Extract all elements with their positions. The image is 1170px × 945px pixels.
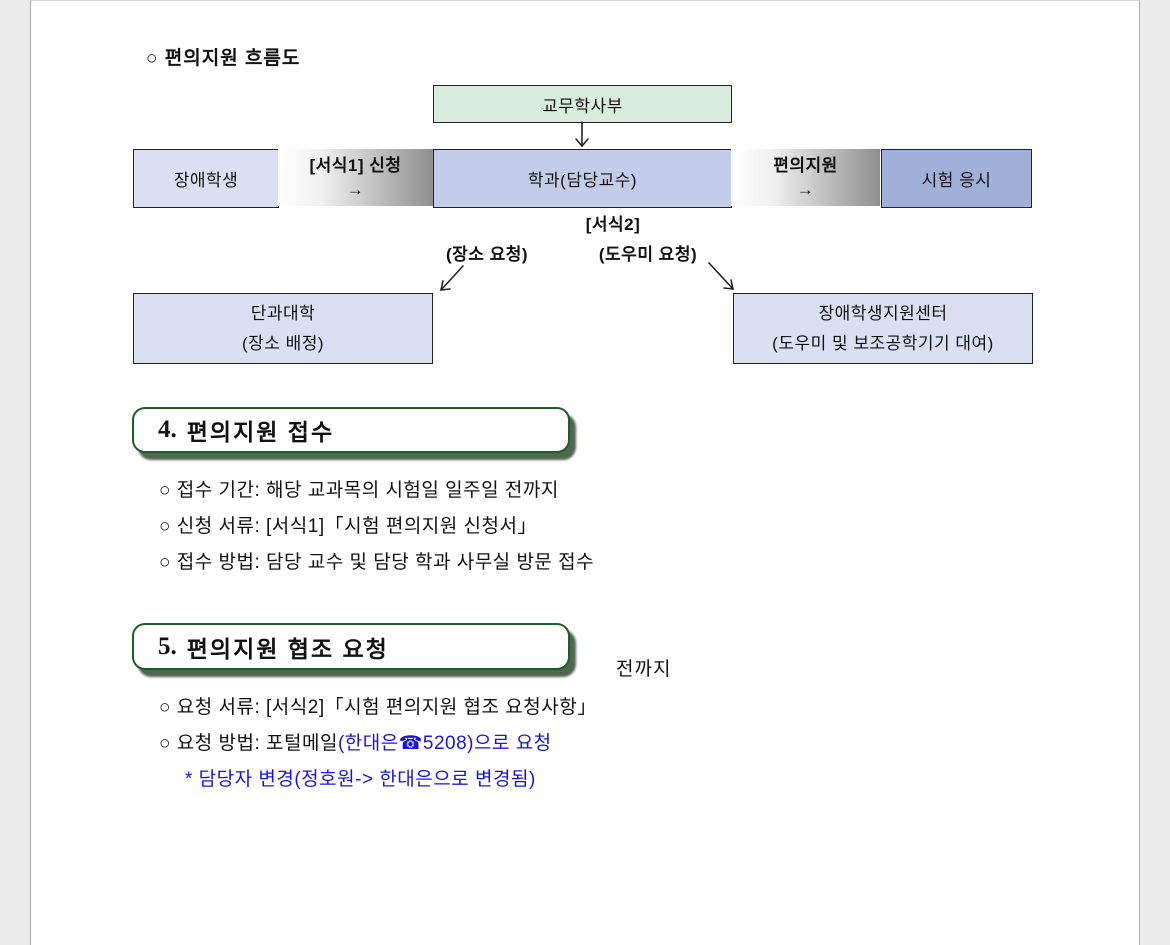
flow-label-place-request: (장소 요청) bbox=[445, 245, 529, 264]
flow-box-college: 단과대학 (장소 배정) bbox=[133, 293, 433, 364]
flow-box-disabled-student: 장애학생 bbox=[133, 149, 279, 208]
flow-label-support: 편의지원 → bbox=[731, 149, 880, 206]
flow-label-form1-text: [서식1] 신청 bbox=[309, 155, 402, 175]
section5-header: 5. 편의지원 협조 요청 bbox=[132, 623, 570, 670]
section4-number: 4. bbox=[158, 416, 177, 443]
section4-item-method: ○ 접수 방법: 담당 교수 및 담당 학과 사무실 방문 접수 bbox=[159, 552, 595, 573]
flow-label-helper-request: (도우미 요청) bbox=[598, 245, 698, 264]
flow-arrow-down-left-icon bbox=[440, 265, 464, 291]
flow-box-exam: 시험 응시 bbox=[881, 149, 1032, 208]
section5-title: 편의지원 협조 요청 bbox=[186, 635, 389, 662]
page-title: ○ 편의지원 흐름도 bbox=[146, 48, 301, 69]
section4-item-documents: ○ 신청 서류: [서식1]「시험 편의지원 신청서」 bbox=[159, 516, 537, 537]
flow-box-center-line1: 장애학생지원센터 bbox=[818, 303, 948, 323]
section5-note-contact-change: * 담당자 변경(정호원-> 한대은으로 변경됨) bbox=[185, 769, 536, 790]
document-page: ○ 편의지원 흐름도 교무학사부 장애학생 [서식1] 신청 → 학과(담당교수… bbox=[30, 0, 1140, 945]
flow-box-college-line1: 단과대학 bbox=[250, 303, 316, 323]
section4-item-period: ○ 접수 기간: 해당 교과목의 시험일 일주일 전까지 bbox=[159, 480, 559, 501]
section5-method-label: ○ 요청 방법: 포털메일 bbox=[159, 733, 338, 754]
section5-overlapped-text: 전까지 bbox=[616, 659, 672, 680]
flow-box-college-line2: (장소 배정) bbox=[241, 333, 325, 353]
section4-title: 편의지원 접수 bbox=[186, 419, 335, 445]
flow-label-form2: [서식2] bbox=[585, 215, 641, 234]
section4-list: ○ 접수 기간: 해당 교과목의 시험일 일주일 전까지 ○ 신청 서류: [서… bbox=[159, 473, 594, 581]
section5-item-method: ○ 요청 방법: 포털메일(한대은☎5208)으로 요청 bbox=[159, 726, 597, 762]
flow-arrow-right-glyph: → bbox=[346, 179, 365, 199]
flow-label-support-text: 편의지원 bbox=[773, 155, 838, 175]
flow-box-support-center: 장애학생지원센터 (도우미 및 보조공학기기 대여) bbox=[733, 293, 1033, 364]
section5-number: 5. bbox=[158, 632, 177, 660]
flow-arrow-right-glyph2: → bbox=[796, 179, 815, 199]
flow-box-department: 학과(담당교수) bbox=[433, 149, 732, 208]
flow-arrow-down-icon bbox=[575, 121, 589, 147]
section5-list: ○ 요청 서류: [서식2]「시험 편의지원 협조 요청사항」 ○ 요청 방법:… bbox=[159, 690, 597, 798]
flow-box-academic-affairs: 교무학사부 bbox=[433, 85, 732, 123]
section5-item-documents: ○ 요청 서류: [서식2]「시험 편의지원 협조 요청사항」 bbox=[159, 697, 597, 718]
flow-label-form1-apply: [서식1] 신청 → bbox=[278, 149, 433, 206]
flow-box-center-line2: (도우미 및 보조공학기기 대여) bbox=[772, 333, 994, 353]
section5-method-contact: (한대은☎5208)으로 요청 bbox=[337, 733, 552, 754]
flow-arrow-down-right-icon bbox=[708, 262, 734, 290]
section4-header: 4. 편의지원 접수 bbox=[132, 407, 570, 453]
